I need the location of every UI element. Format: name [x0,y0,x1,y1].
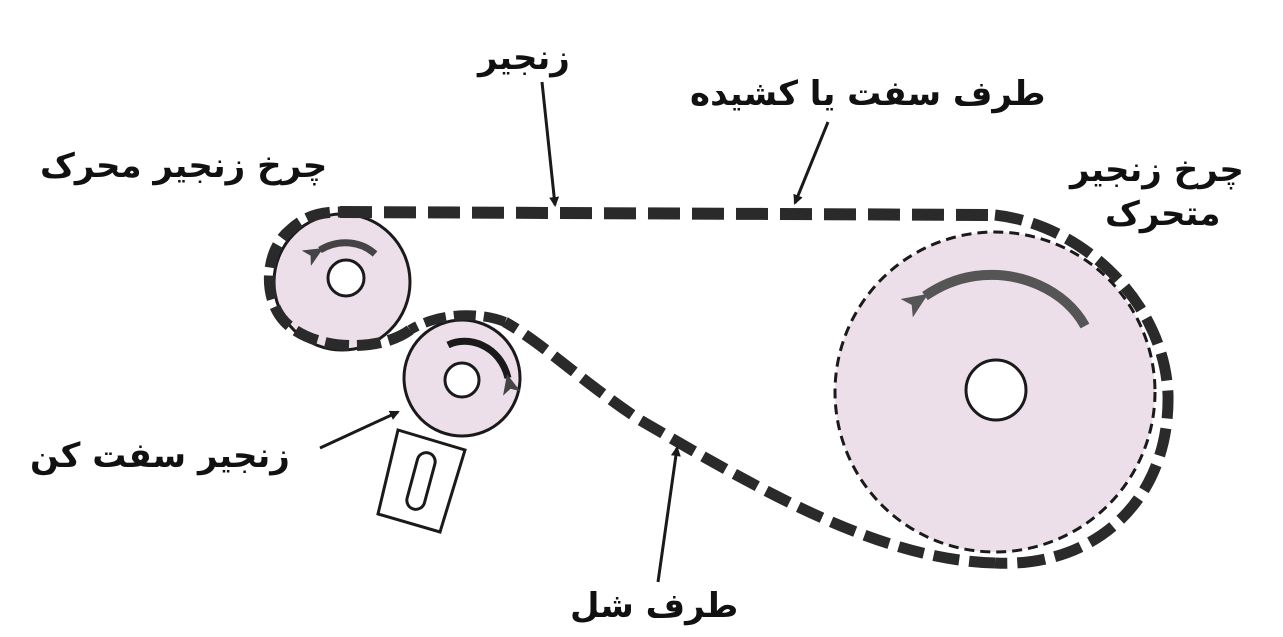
chain-tight-side [339,206,996,221]
chain-tensioner-wrap [407,310,507,335]
tensioner-bracket [376,428,467,534]
driven-sprocket-label-line2: متحرک [1105,194,1221,234]
chain-driver-wrap [263,206,414,352]
arrow-icon [656,446,681,583]
driven-sprocket [833,230,1157,554]
chain-label: زنجیر [478,38,570,78]
curved-arrow-icon [446,337,521,396]
driver-sprocket [272,212,412,352]
tensioner-label: زنجیر سفت کن [30,436,290,476]
slack-side-label: طرف شل [570,586,739,626]
curved-arrow-icon [301,239,378,266]
tensioner-sprocket [402,318,522,438]
chain [263,206,1174,569]
arrow-icon [540,81,560,207]
chain-slack-side [502,317,996,569]
chain-driven-wrap [994,209,1174,569]
driven-sprocket-label-line1: چرخ زنجیر [1070,150,1244,190]
driver-sprocket-label: چرخ زنجیر محرک [40,146,328,186]
tight-side-label: طرف سفت یا کشیده [690,74,1046,114]
arrow-icon [319,410,400,450]
arrow-icon [793,121,830,205]
curved-arrow-icon [900,270,1090,329]
